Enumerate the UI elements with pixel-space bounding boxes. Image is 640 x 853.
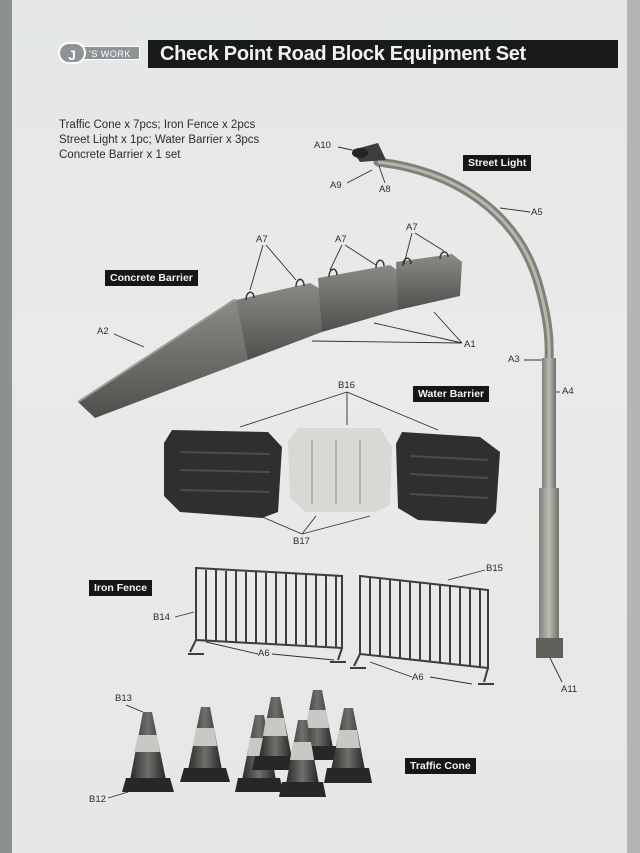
concrete-barrier-ramp	[78, 300, 250, 418]
part-label-a7: A7	[406, 222, 418, 233]
part-label-a6: A6	[258, 648, 270, 659]
section-label-iron-fence: Iron Fence	[89, 580, 152, 596]
part-label-b14: B14	[153, 612, 170, 623]
concrete-barrier-segment	[236, 283, 322, 360]
part-label-a3: A3	[508, 354, 520, 365]
part-label-b12: B12	[89, 794, 106, 805]
part-label-b17: B17	[293, 536, 310, 547]
part-label-a4: A4	[562, 386, 574, 397]
section-label-water-barrier: Water Barrier	[413, 386, 489, 402]
part-label-a5: A5	[531, 207, 543, 218]
iron-fence-frame	[196, 568, 342, 648]
traffic-cones-drawing	[122, 690, 372, 797]
street-light-base	[536, 638, 563, 658]
section-label-traffic-cone: Traffic Cone	[405, 758, 476, 774]
part-label-a2: A2	[97, 326, 109, 337]
part-label-b15: B15	[486, 563, 503, 574]
part-label-b13: B13	[115, 693, 132, 704]
part-label-a11: A11	[561, 684, 577, 695]
street-light-lower-pole	[539, 488, 559, 640]
part-label-a7: A7	[335, 234, 347, 245]
part-label-a1: A1	[464, 339, 476, 350]
part-label-b16: B16	[338, 380, 355, 391]
part-label-a7: A7	[256, 234, 268, 245]
water-barrier-white	[288, 428, 392, 512]
part-label-a8: A8	[379, 184, 391, 195]
iron-fence-drawing	[188, 568, 494, 684]
water-barrier-dark	[164, 430, 282, 518]
part-label-a9: A9	[330, 180, 342, 191]
section-label-street-light: Street Light	[463, 155, 531, 171]
section-label-concrete-barrier: Concrete Barrier	[105, 270, 198, 286]
part-label-a6: A6	[412, 672, 424, 683]
traffic-cone	[122, 712, 174, 792]
part-label-a10: A10	[314, 140, 331, 151]
concrete-barrier-segment	[318, 265, 400, 332]
street-light-lamp	[352, 148, 368, 158]
water-barrier-drawing	[164, 428, 500, 524]
street-light-upper-pole	[542, 358, 556, 490]
concrete-barrier-segment	[396, 254, 462, 310]
traffic-cone	[180, 707, 230, 782]
